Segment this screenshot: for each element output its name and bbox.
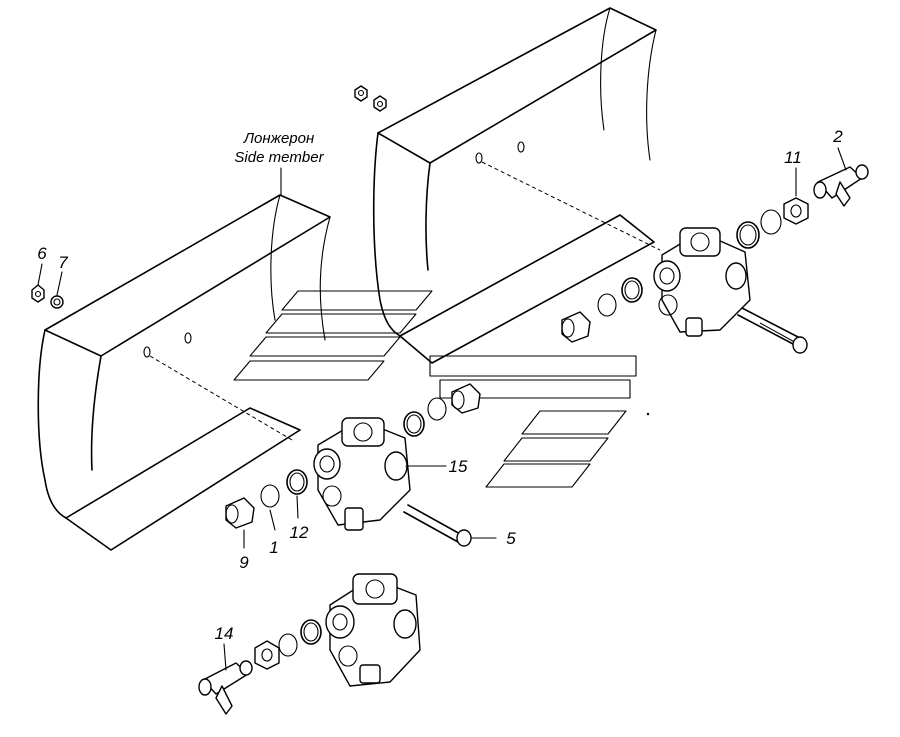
callout-5: 5 (506, 529, 516, 548)
left-side-member (37, 194, 331, 551)
middle-right-fittings (561, 277, 643, 343)
middle-fittings (225, 383, 497, 549)
caption-en: Side member (234, 149, 324, 166)
callout-15: 15 (449, 457, 468, 476)
valve-bottom (325, 573, 421, 687)
callout-6: 6 (37, 244, 47, 263)
upper-right-fittings (736, 147, 869, 249)
right-side-member (372, 7, 661, 364)
bottom-fittings (198, 619, 322, 715)
callout-14: 14 (215, 624, 234, 643)
caption-ru: Лонжерон (243, 130, 314, 147)
callout-12: 12 (290, 523, 309, 542)
callout-1: 1 (269, 538, 278, 557)
top-nuts (354, 85, 387, 112)
callout-7: 7 (58, 253, 68, 272)
valve-middle (313, 417, 447, 531)
watermark-stripes (233, 290, 637, 488)
stray-mark (646, 412, 650, 416)
callout-2: 2 (832, 127, 843, 146)
callout-9: 9 (239, 553, 249, 572)
valve-upper-right (653, 227, 808, 354)
nut-6-7 (31, 263, 64, 309)
callout-11: 11 (784, 148, 802, 167)
